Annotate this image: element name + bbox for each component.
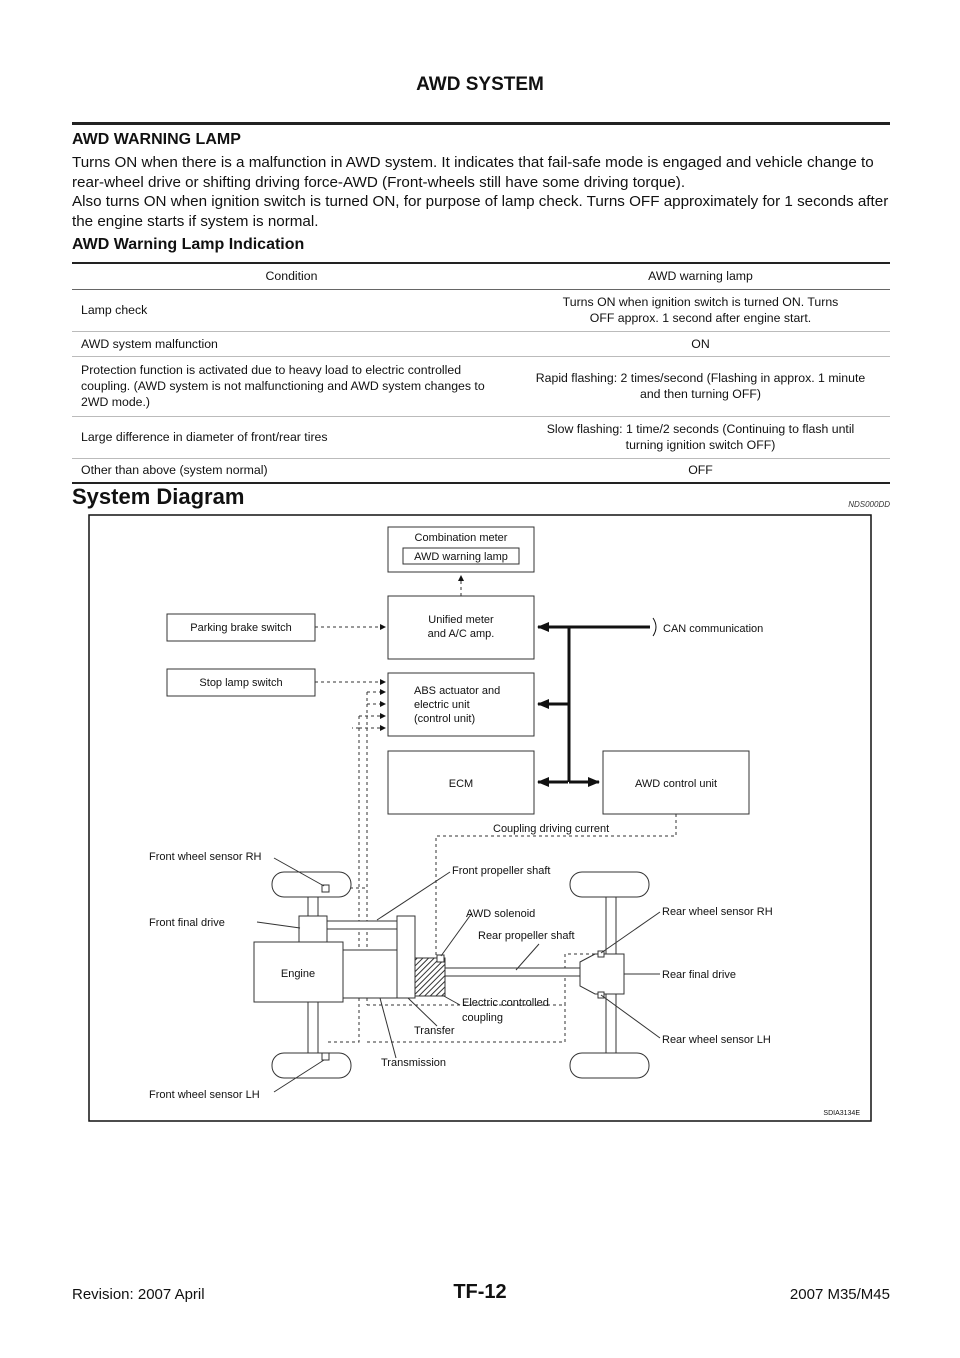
column-header-lamp: AWD warning lamp: [511, 262, 890, 290]
label-front-wheel-sensor-lh: Front wheel sensor LH: [149, 1089, 260, 1101]
awd-solenoid-marker: [436, 954, 445, 963]
label-abs-1: ABS actuator and: [414, 685, 500, 697]
leader-lines: [256, 857, 661, 1093]
transmission-case: [342, 949, 398, 999]
rear-wheel-lh: [569, 1052, 650, 1079]
label-front-propeller-shaft: Front propeller shaft: [452, 865, 550, 877]
cell-condition: Protection function is activated due to …: [72, 356, 511, 417]
rear-wheel-sensor-rh-marker: [597, 950, 605, 958]
label-rear-wheel-sensor-lh: Rear wheel sensor LH: [662, 1034, 771, 1046]
engine-block: [253, 941, 344, 1003]
cell-lamp: Rapid flashing: 2 times/second (Flashing…: [511, 356, 890, 417]
footer-revision: Revision: 2007 April: [72, 1286, 205, 1303]
header-rule: [72, 122, 890, 125]
rear-final-drive: [579, 953, 625, 995]
label-awd-warning-lamp: AWD warning lamp: [414, 551, 508, 563]
label-rear-wheel-sensor-rh: Rear wheel sensor RH: [662, 906, 773, 918]
ecm-box: [387, 750, 535, 815]
front-wheel-sensor-rh-marker: [321, 884, 330, 893]
table-row: Large difference in diameter of front/re…: [72, 416, 890, 459]
table-header-row: Condition AWD warning lamp: [72, 262, 890, 290]
cell-condition: Large difference in diameter of front/re…: [72, 416, 511, 459]
label-front-final-drive: Front final drive: [149, 917, 225, 929]
label-abs-3: (control unit): [414, 713, 475, 725]
column-header-condition: Condition: [72, 262, 511, 290]
lamp-indication-table: Condition AWD warning lamp Lamp check Tu…: [72, 262, 890, 484]
can-bus: [537, 622, 650, 787]
section-code: NDS000DD: [848, 500, 890, 509]
signal-lines: [315, 575, 677, 1043]
label-parking-brake-switch: Parking brake switch: [190, 622, 292, 634]
cell-lamp: Turns ON when ignition switch is turned …: [511, 289, 890, 332]
label-rear-final-drive: Rear final drive: [662, 969, 736, 981]
label-unified-meter-1: Unified meter: [428, 614, 494, 626]
label-coupling-current: Coupling driving current: [493, 823, 609, 835]
electric-controlled-coupling: [414, 957, 446, 997]
page-number: TF-12: [453, 1281, 507, 1303]
section-heading-system-diagram: System Diagram: [72, 484, 245, 509]
table-row: Other than above (system normal) OFF: [72, 458, 890, 484]
awd-warning-lamp-box: [402, 547, 520, 565]
cell-lamp: Slow flashing: 1 time/2 seconds (Continu…: [511, 416, 890, 459]
section-heading-awd-warning-lamp: AWD WARNING LAMP: [72, 131, 241, 148]
drivetrain: [253, 871, 650, 1079]
table-row: Protection function is activated due to …: [72, 356, 890, 417]
section-heading-lamp-indication: AWD Warning Lamp Indication: [72, 236, 305, 253]
footer-model: 2007 M35/M45: [789, 1286, 890, 1303]
paragraph: Also turns ON when ignition switch is tu…: [72, 193, 889, 230]
cell-lamp: OFF: [511, 458, 890, 484]
label-transmission: Transmission: [381, 1057, 446, 1069]
awd-control-unit-box: [602, 750, 750, 815]
front-wheel-rh: [271, 871, 352, 898]
cell-lamp: ON: [511, 331, 890, 357]
rear-propeller-shaft: [444, 967, 581, 977]
cell-condition: Lamp check: [72, 289, 511, 332]
label-combination-meter: Combination meter: [415, 532, 508, 544]
label-ecc-2: coupling: [462, 1012, 503, 1024]
front-wheel-lh: [271, 1052, 352, 1079]
label-figure-id: SDIA3134E: [823, 1110, 860, 1117]
front-final-drive: [298, 915, 328, 943]
diagram-frame: [88, 514, 872, 1122]
table-row: Lamp check Turns ON when ignition switch…: [72, 289, 890, 332]
front-wheel-sensor-lh-marker: [321, 1052, 330, 1061]
label-awd-control-unit: AWD control unit: [635, 778, 717, 790]
paragraph: Turns ON when there is a malfunction in …: [72, 154, 874, 191]
abs-actuator-box: [387, 672, 535, 737]
table-row: AWD system malfunction ON: [72, 331, 890, 357]
label-front-wheel-sensor-rh: Front wheel sensor RH: [149, 851, 262, 863]
front-propeller-shaft: [326, 920, 398, 930]
label-ecm: ECM: [449, 778, 473, 790]
label-awd-solenoid: AWD solenoid: [466, 908, 535, 920]
label-ecc-1: Electric controlled: [462, 997, 549, 1009]
system-diagram: Combination meter AWD warning lamp Unifi…: [88, 514, 872, 1122]
label-can: CAN communication: [663, 623, 763, 635]
cell-condition: AWD system malfunction: [72, 331, 511, 357]
cell-condition: Other than above (system normal): [72, 458, 511, 484]
label-unified-meter-2: and A/C amp.: [428, 628, 495, 640]
label-transfer: Transfer: [414, 1025, 455, 1037]
label-rear-propeller-shaft: Rear propeller shaft: [478, 930, 575, 942]
page-title: AWD SYSTEM: [416, 74, 544, 95]
stop-lamp-switch-box: [166, 668, 316, 697]
transfer-case: [396, 915, 416, 999]
label-engine: Engine: [281, 968, 315, 980]
label-abs-2: electric unit: [414, 699, 470, 711]
rear-wheel-rh: [569, 871, 650, 898]
label-stop-lamp-switch: Stop lamp switch: [199, 677, 282, 689]
section-body: Turns ON when there is a malfunction in …: [72, 153, 890, 231]
